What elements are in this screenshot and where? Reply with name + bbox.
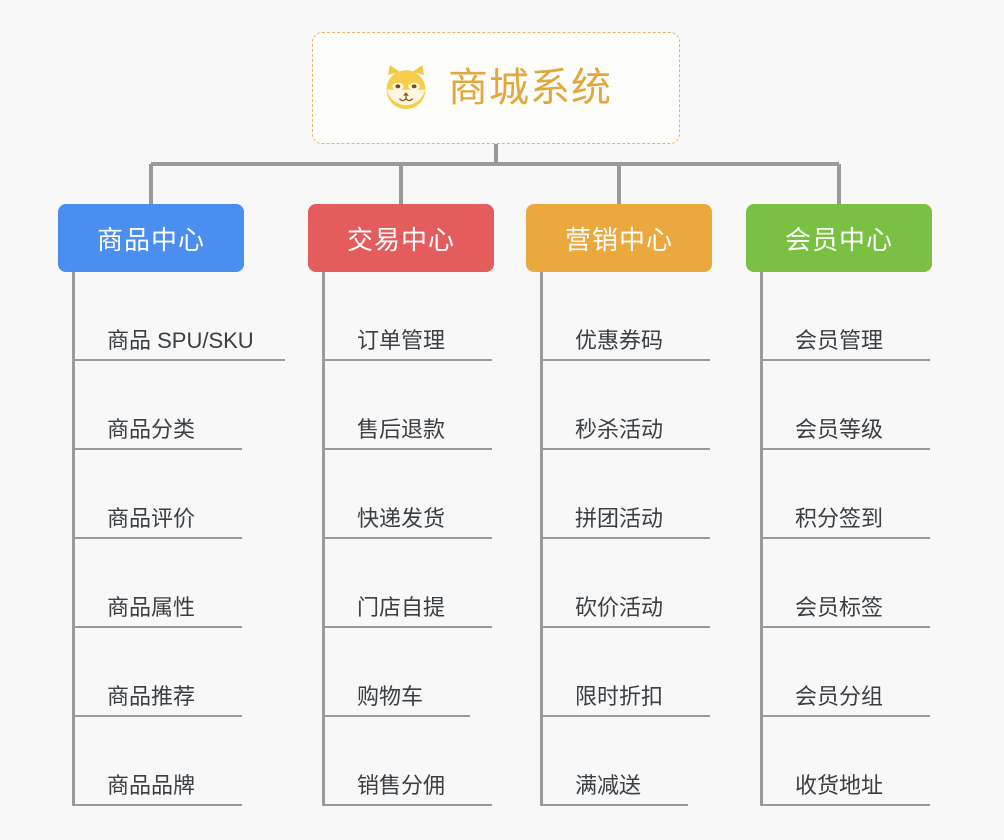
category-header-product[interactable]: 商品中心 [58, 204, 244, 272]
leaf-label: 砍价活动 [575, 594, 664, 620]
category-column-trade: 交易中心 订单管理 售后退款 快递发货 门店自提 购物车 销售分佣 [308, 204, 498, 806]
leaf-label: 售后退款 [357, 416, 446, 442]
leaf-label: 商品属性 [107, 594, 196, 620]
leaf-label: 会员等级 [795, 416, 884, 442]
root-title: 商城系统 [448, 66, 612, 110]
category-header-trade[interactable]: 交易中心 [308, 204, 494, 272]
leaf-label: 优惠券码 [575, 327, 664, 353]
leaf-list-product: 商品 SPU/SKU 商品分类 商品评价 商品属性 商品推荐 商品品牌 [72, 272, 285, 806]
leaf-label: 商品分类 [107, 416, 196, 442]
leaf-label: 会员分组 [795, 683, 884, 709]
leaf-label: 销售分佣 [357, 772, 446, 798]
leaf-label: 会员管理 [795, 327, 884, 353]
category-header-marketing[interactable]: 营销中心 [526, 204, 712, 272]
leaf-item[interactable]: 商品属性 [72, 539, 248, 628]
leaf-item[interactable]: 售后退款 [322, 361, 498, 450]
leaf-item[interactable]: 商品推荐 [72, 628, 248, 717]
category-label: 营销中心 [564, 224, 673, 255]
shiba-dog-face-icon [386, 65, 426, 110]
leaf-item[interactable]: 秒杀活动 [540, 361, 716, 450]
leaf-item[interactable]: 拼团活动 [540, 450, 716, 539]
leaf-label: 门店自提 [357, 594, 446, 620]
leaf-item[interactable]: 会员标签 [760, 539, 936, 628]
leaf-label: 订单管理 [357, 327, 446, 353]
leaf-label: 拼团活动 [575, 505, 664, 531]
leaf-item[interactable]: 满减送 [540, 717, 716, 806]
leaf-item[interactable]: 购物车 [322, 628, 498, 717]
leaf-item[interactable]: 门店自提 [322, 539, 498, 628]
leaf-item[interactable]: 收货地址 [760, 717, 936, 806]
leaf-item[interactable]: 商品品牌 [72, 717, 248, 806]
leaf-item[interactable]: 商品 SPU/SKU [72, 272, 285, 361]
leaf-item[interactable]: 会员管理 [760, 272, 936, 361]
leaf-label: 限时折扣 [575, 683, 664, 709]
leaf-item[interactable]: 优惠券码 [540, 272, 716, 361]
leaf-item[interactable]: 会员等级 [760, 361, 936, 450]
leaf-item[interactable]: 积分签到 [760, 450, 936, 539]
leaf-item[interactable]: 订单管理 [322, 272, 498, 361]
leaf-list-marketing: 优惠券码 秒杀活动 拼团活动 砍价活动 限时折扣 满减送 [540, 272, 716, 806]
category-label: 交易中心 [346, 224, 455, 255]
leaf-list-member: 会员管理 会员等级 积分签到 会员标签 会员分组 收货地址 [760, 272, 936, 806]
leaf-label: 会员标签 [795, 594, 884, 620]
leaf-label: 商品 SPU/SKU [107, 327, 254, 353]
category-header-member[interactable]: 会员中心 [746, 204, 932, 272]
leaf-list-trade: 订单管理 售后退款 快递发货 门店自提 购物车 销售分佣 [322, 272, 498, 806]
category-column-product: 商品中心 商品 SPU/SKU 商品分类 商品评价 商品属性 商品推荐 商品品牌 [58, 204, 285, 806]
leaf-item[interactable]: 商品评价 [72, 450, 248, 539]
leaf-label: 商品推荐 [107, 683, 196, 709]
leaf-label: 快递发货 [357, 505, 446, 531]
category-column-member: 会员中心 会员管理 会员等级 积分签到 会员标签 会员分组 收货地址 [746, 204, 936, 806]
leaf-label: 积分签到 [795, 505, 884, 531]
leaf-item[interactable]: 砍价活动 [540, 539, 716, 628]
leaf-item[interactable]: 快递发货 [322, 450, 498, 539]
leaf-item[interactable]: 限时折扣 [540, 628, 716, 717]
leaf-item[interactable]: 销售分佣 [322, 717, 498, 806]
leaf-label: 商品品牌 [107, 772, 196, 798]
root-node[interactable]: 商城系统 [312, 32, 680, 144]
leaf-item[interactable]: 商品分类 [72, 361, 248, 450]
leaf-label: 秒杀活动 [575, 416, 664, 442]
category-column-marketing: 营销中心 优惠券码 秒杀活动 拼团活动 砍价活动 限时折扣 满减送 [526, 204, 716, 806]
leaf-label: 收货地址 [795, 772, 884, 798]
leaf-item[interactable]: 会员分组 [760, 628, 936, 717]
leaf-label: 购物车 [357, 683, 424, 709]
leaf-label: 商品评价 [107, 505, 196, 531]
leaf-label: 满减送 [575, 772, 642, 798]
category-label: 会员中心 [784, 224, 893, 255]
category-label: 商品中心 [96, 224, 205, 255]
